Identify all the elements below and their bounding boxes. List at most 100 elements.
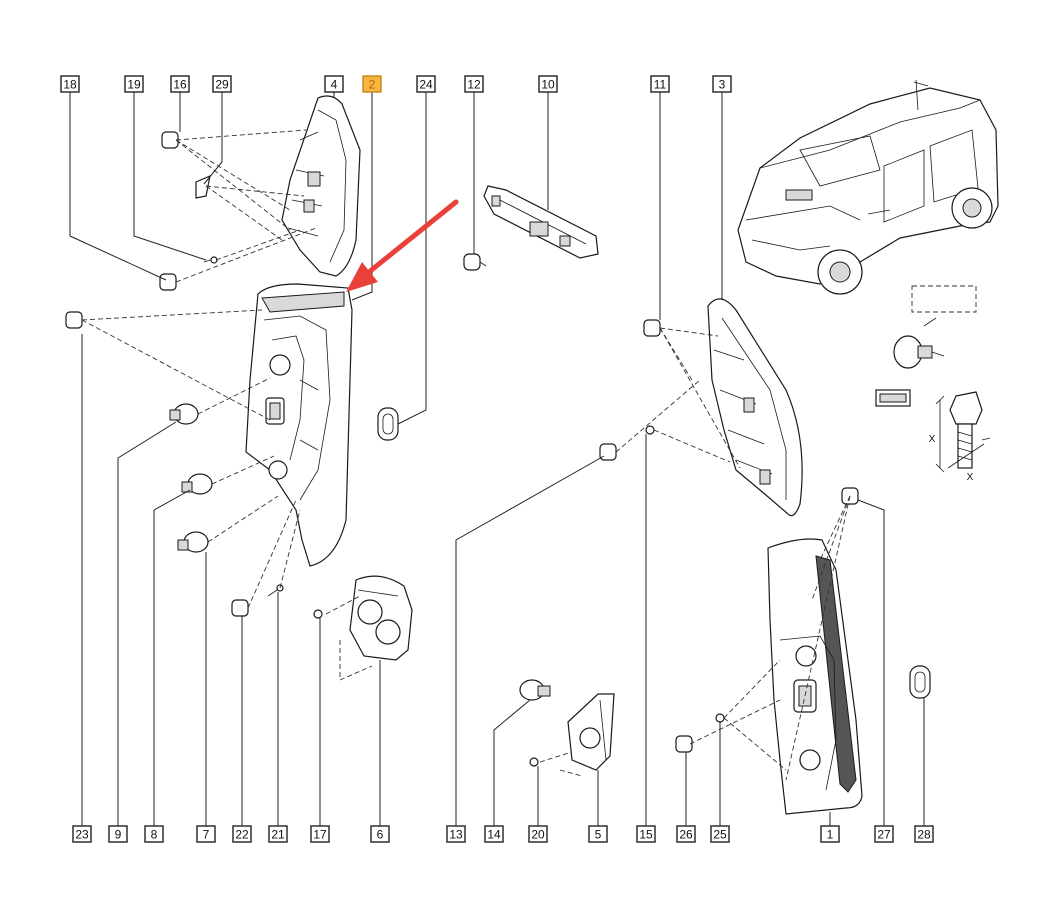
part-4-upper-lens: [281, 95, 361, 277]
callout-24: 24: [416, 75, 436, 93]
callout-label-10: 10: [541, 78, 555, 92]
callout-box-11: [650, 75, 670, 93]
callout-26: 26: [676, 825, 696, 843]
dimension-label-x-horizontal: X: [967, 472, 974, 483]
callout-box-10: [538, 75, 558, 93]
callout-box-27: [874, 825, 894, 843]
callout-box-28: [914, 825, 934, 843]
callout-17: 17: [310, 825, 330, 843]
part-5-lamp-unit: [567, 693, 615, 771]
part-14-bulb: [519, 679, 551, 701]
part-2-left-tail-lamp: [245, 283, 353, 567]
part-6-lamp-unit: [349, 575, 413, 661]
callout-box-17: [310, 825, 330, 843]
callout-box-3: [712, 75, 732, 93]
callout-9: 9: [108, 825, 128, 843]
callout-label-29: 29: [215, 78, 229, 92]
callout-box-29: [212, 75, 232, 93]
callout-label-1: 1: [827, 828, 834, 842]
callout-label-26: 26: [679, 828, 693, 842]
callout-label-6: 6: [377, 828, 384, 842]
callout-box-21: [268, 825, 288, 843]
dimension-label-x-vertical: X: [929, 434, 936, 445]
part-18-clip: [159, 273, 177, 291]
callout-2: 2: [362, 75, 382, 93]
callout-20: 20: [528, 825, 548, 843]
callout-label-13: 13: [449, 828, 463, 842]
callout-label-23: 23: [75, 828, 89, 842]
part-7-bulb: [177, 531, 209, 553]
callout-6: 6: [370, 825, 390, 843]
callout-13: 13: [446, 825, 466, 843]
callout-label-2: 2: [369, 78, 376, 92]
callout-box-23: [72, 825, 92, 843]
callout-box-20: [528, 825, 548, 843]
callout-box-4: [324, 75, 344, 93]
callout-box-8: [144, 825, 164, 843]
highlight-arrow: [346, 199, 459, 292]
callout-label-4: 4: [331, 78, 338, 92]
part-19-screw: [203, 256, 218, 264]
callout-box-7: [196, 825, 216, 843]
callout-label-8: 8: [151, 828, 158, 842]
part-24-grommet: [377, 407, 399, 441]
callout-label-15: 15: [639, 828, 653, 842]
callout-box-16: [170, 75, 190, 93]
callout-box-18: [60, 75, 80, 93]
part-25-screw: [715, 713, 725, 723]
part-16-clip: [161, 131, 179, 149]
van-illustration: [737, 79, 999, 295]
part-28-grommet: [909, 665, 931, 699]
callout-label-5: 5: [595, 828, 602, 842]
callout-box-15: [636, 825, 656, 843]
callout-label-18: 18: [63, 78, 77, 92]
callout-14: 14: [484, 825, 504, 843]
callout-29: 29: [212, 75, 232, 93]
callout-28: 28: [914, 825, 934, 843]
callout-box-9: [108, 825, 128, 843]
part-13-clip: [599, 443, 617, 461]
part-12-bulb: [463, 253, 487, 271]
callout-box-24: [416, 75, 436, 93]
part-3-upper-right-lens: [707, 298, 803, 517]
callout-box-26: [676, 825, 696, 843]
callout-19: 19: [124, 75, 144, 93]
callout-label-24: 24: [419, 78, 433, 92]
callout-label-19: 19: [127, 78, 141, 92]
part-20-screw: [529, 757, 539, 767]
callout-label-17: 17: [313, 828, 327, 842]
callout-label-20: 20: [531, 828, 545, 842]
assembly-dashed-lines: [81, 129, 851, 781]
part-17-screw: [313, 609, 323, 619]
part-11-clip: [643, 319, 661, 337]
callout-16: 16: [170, 75, 190, 93]
callout-box-13: [446, 825, 466, 843]
callout-box-19: [124, 75, 144, 93]
part-23-clip: [65, 311, 83, 329]
part-8-bulb: [181, 473, 213, 495]
callout-box-14: [484, 825, 504, 843]
callout-label-3: 3: [719, 78, 726, 92]
callout-8: 8: [144, 825, 164, 843]
callout-5: 5: [588, 825, 608, 843]
callout-label-16: 16: [173, 78, 187, 92]
callout-label-9: 9: [115, 828, 122, 842]
bolt-dimension-detail: X X: [929, 391, 991, 483]
bulb-detail-top-right: [875, 285, 977, 407]
callout-23: 23: [72, 825, 92, 843]
callout-box-12: [464, 75, 484, 93]
callout-3: 3: [712, 75, 732, 93]
callout-label-22: 22: [235, 828, 249, 842]
callout-box-1: [820, 825, 840, 843]
callout-label-21: 21: [271, 828, 285, 842]
callout-10: 10: [538, 75, 558, 93]
callout-label-12: 12: [467, 78, 481, 92]
leader-lines: [69, 92, 925, 826]
callout-7: 7: [196, 825, 216, 843]
callout-label-28: 28: [917, 828, 931, 842]
callout-label-7: 7: [203, 828, 210, 842]
callout-12: 12: [464, 75, 484, 93]
callout-box-6: [370, 825, 390, 843]
part-26-clip: [675, 735, 693, 753]
